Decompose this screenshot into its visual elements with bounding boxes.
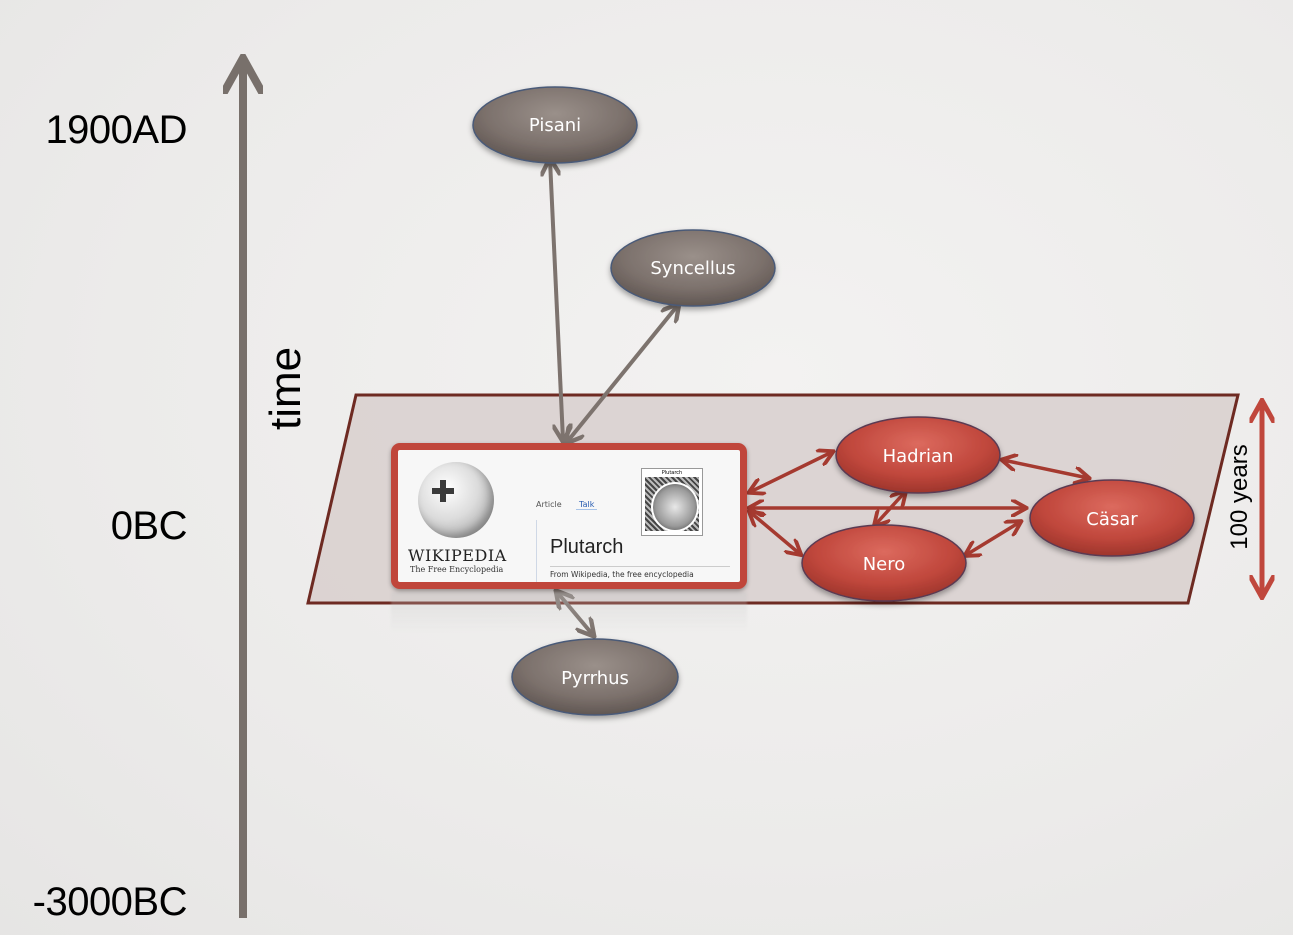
edge-nero-casar	[966, 522, 1020, 555]
axis-tick-0bc: 0BC	[110, 504, 188, 548]
tab-talk[interactable]: Talk	[576, 500, 598, 510]
article-subtitle: From Wikipedia, the free encyclopedia	[550, 566, 730, 579]
node-syncellus[interactable]: Syncellus	[610, 229, 776, 307]
node-nero[interactable]: Nero	[801, 524, 967, 602]
wikipedia-globe-icon	[418, 462, 494, 538]
axis-tick-1900ad: 1900AD	[45, 108, 187, 152]
node-pyrrhus[interactable]: Pyrrhus	[511, 638, 679, 716]
node-pisani[interactable]: Pisani	[472, 86, 638, 164]
portrait-medallion	[651, 482, 699, 532]
wikipedia-tagline: The Free Encyclopedia	[410, 565, 504, 574]
edge-plutarch-syncellus	[567, 305, 678, 442]
time-window-label: 100 years	[1226, 444, 1253, 550]
axis-tick-3000bc: -3000BC	[32, 880, 188, 924]
source-card-reflection	[391, 592, 747, 632]
node-label: Pisani	[529, 115, 581, 136]
edge-hadrian-casar	[1003, 460, 1088, 478]
portrait-image: Plutarch	[641, 468, 703, 536]
node-label: Nero	[863, 554, 906, 575]
edge-plutarch-pyrrhus	[557, 592, 593, 635]
edge-plutarch-pisani	[550, 160, 563, 440]
article-title: Plutarch	[550, 536, 624, 558]
node-label: Pyrrhus	[561, 668, 629, 689]
wikipedia-wordmark: WIKIPEDIA	[408, 546, 507, 565]
node-hadrian[interactable]: Hadrian	[835, 416, 1001, 494]
edge-plutarch-nero	[750, 512, 800, 554]
edge-plutarch-hadrian	[750, 452, 832, 492]
node-label: Cäsar	[1086, 509, 1138, 530]
node-casar[interactable]: Cäsar	[1029, 479, 1195, 557]
source-card-plutarch[interactable]: WIKIPEDIA The Free Encyclopedia Article …	[391, 443, 747, 589]
node-label: Syncellus	[650, 258, 735, 279]
node-label: Hadrian	[883, 446, 954, 467]
portrait-caption: Plutarch	[661, 470, 683, 476]
axis-title: time	[261, 346, 310, 430]
card-divider	[536, 520, 537, 582]
edge-hadrian-nero	[875, 492, 905, 525]
tab-article[interactable]: Article	[536, 500, 562, 509]
